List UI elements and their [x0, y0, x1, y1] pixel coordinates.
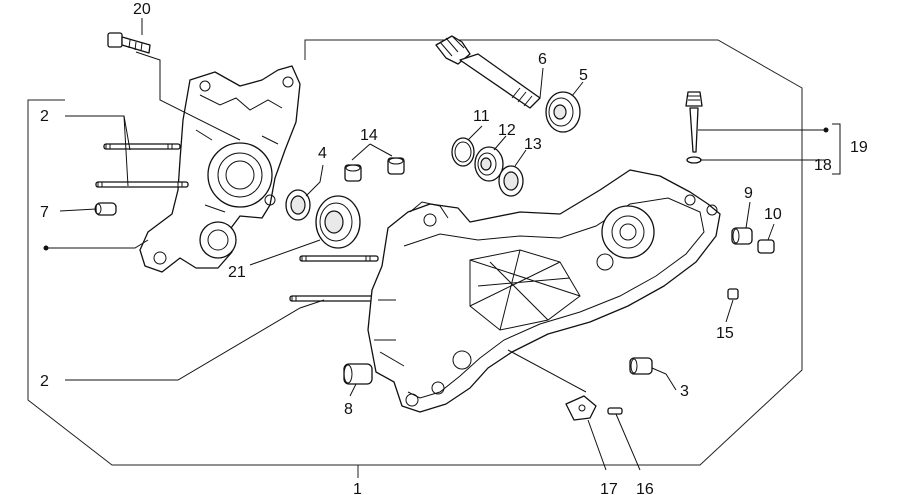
callout-14: 14: [360, 127, 378, 144]
left-crankcase-half: [139, 65, 301, 273]
right-crankcase-half: [367, 169, 721, 413]
callout-6: 6: [538, 51, 547, 68]
callout-2-lower: 2: [40, 373, 49, 390]
callout-20: 20: [133, 1, 151, 18]
reference-dot: [43, 245, 49, 251]
callout-labels: 20 2 7 4 21 14 11 12 13 6 5 19 18 9 10 1…: [40, 1, 868, 495]
ring-part-11: [451, 137, 475, 167]
callout-7: 7: [40, 204, 49, 221]
stud-bolts-lower: [289, 255, 383, 302]
callout-19: 19: [850, 139, 868, 156]
bushings-part-14: [344, 157, 405, 182]
stud-bolts-upper: [95, 143, 189, 188]
callout-16: 16: [636, 481, 654, 495]
callout-15: 15: [716, 325, 734, 342]
dowel-part-7: [94, 202, 117, 216]
callout-4: 4: [318, 145, 327, 162]
bracket-part-17: [565, 395, 597, 421]
oil-seal-part-4: [285, 189, 311, 221]
reference-dot: [823, 127, 829, 133]
bearing-part-12: [474, 146, 504, 182]
callout-9: 9: [744, 185, 753, 202]
callout-1: 1: [353, 481, 362, 495]
callout-18: 18: [814, 157, 832, 174]
callout-3: 3: [680, 383, 689, 400]
bushing-part-9: [731, 227, 753, 245]
pin-part-10: [757, 239, 775, 254]
callout-2-upper: 2: [40, 108, 49, 125]
callout-12: 12: [498, 122, 516, 139]
bearing-part-21: [315, 195, 361, 249]
pin-part-15: [727, 288, 739, 300]
dowel-part-3: [629, 357, 653, 375]
callout-8: 8: [344, 401, 353, 418]
callout-21: 21: [228, 264, 246, 281]
callout-10: 10: [764, 206, 782, 223]
dipstick-part-19: [685, 91, 703, 164]
screw-part-16: [607, 407, 623, 415]
screw-part-20: [107, 32, 151, 54]
bearing-part-5: [545, 91, 581, 133]
dowel-part-8: [343, 363, 373, 385]
assembly-bracket: [27, 39, 803, 466]
callout-17: 17: [600, 481, 618, 495]
callout-11: 11: [473, 108, 490, 125]
seal-part-13: [498, 165, 524, 197]
leader-lines: [46, 18, 841, 471]
callout-5: 5: [579, 67, 588, 84]
callout-13: 13: [524, 136, 542, 153]
gear-shaft-part-6: [435, 35, 541, 109]
